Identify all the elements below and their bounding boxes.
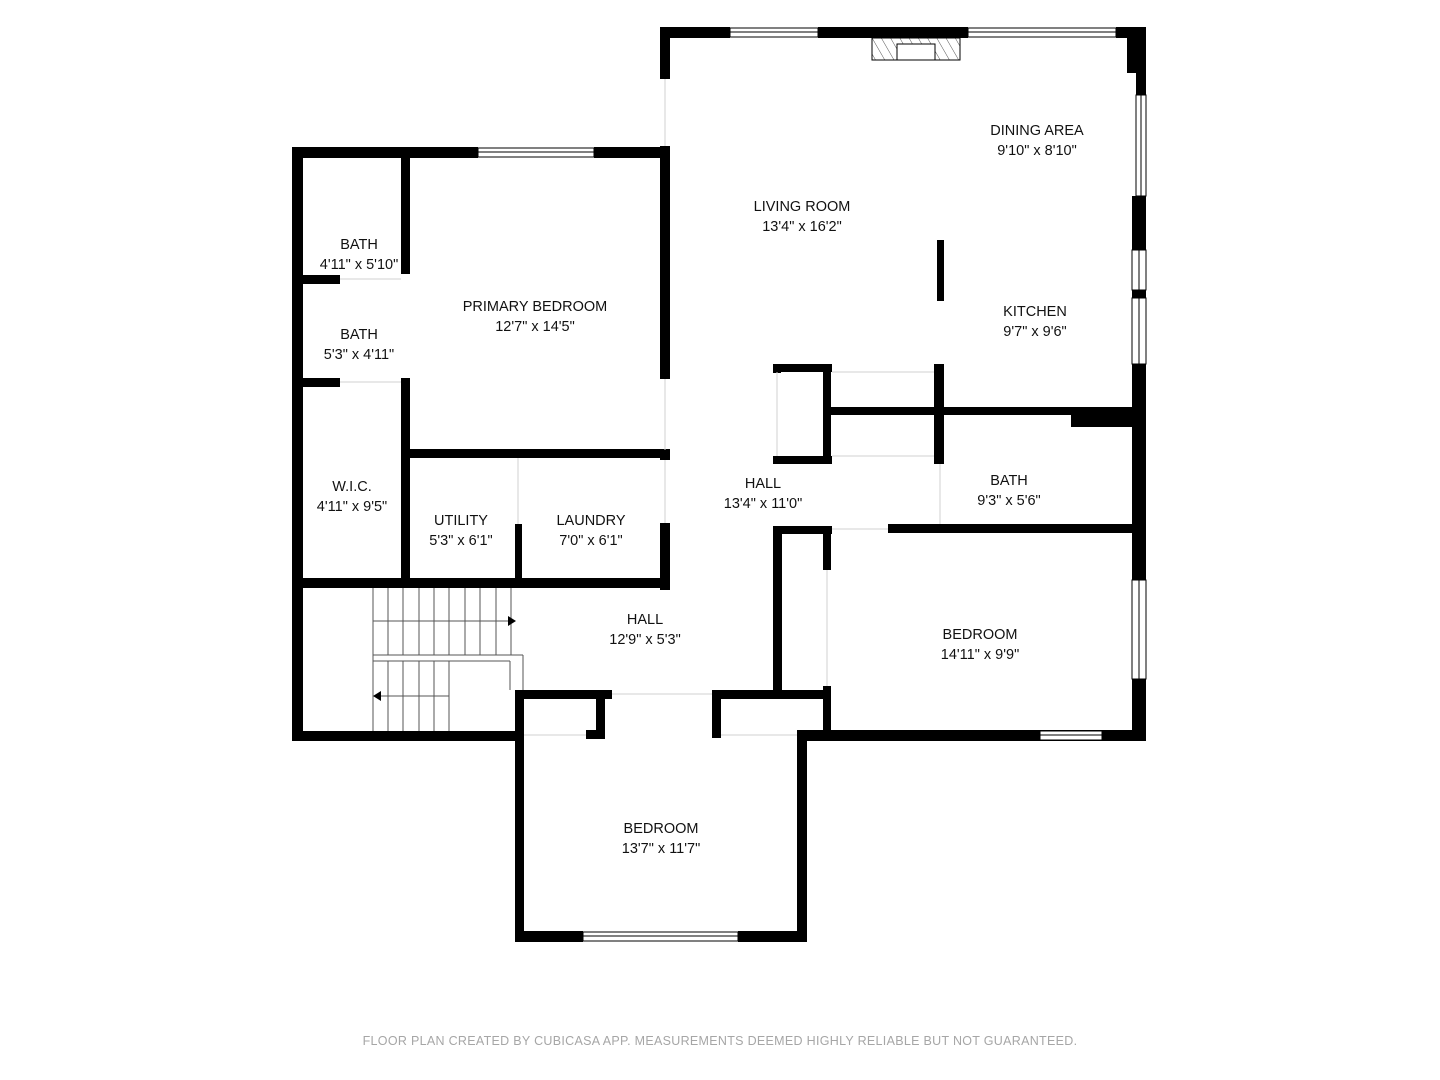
- room-name: BATH: [990, 473, 1028, 489]
- room-label-dining-area: DINING AREA 9'10" x 8'10": [990, 121, 1083, 161]
- room-label-bedroom-east: BEDROOM 14'11" x 9'9": [941, 625, 1019, 665]
- room-label-bath-lower: BATH 5'3" x 4'11": [324, 325, 394, 365]
- room-name: LAUNDRY: [556, 513, 626, 529]
- room-label-wic: W.I.C. 4'11" x 9'5": [317, 477, 387, 517]
- room-name: UTILITY: [434, 513, 488, 529]
- room-dimensions: 12'9" x 5'3": [609, 632, 681, 648]
- room-label-primary-bedroom: PRIMARY BEDROOM 12'7" x 14'5": [463, 297, 608, 337]
- walls: [292, 27, 1146, 942]
- room-label-laundry: LAUNDRY 7'0" x 6'1": [556, 511, 625, 551]
- fireplace: [871, 37, 961, 61]
- door-openings: [340, 79, 941, 736]
- disclaimer-footer: FLOOR PLAN CREATED BY CUBICASA APP. MEAS…: [362, 1034, 1078, 1048]
- room-name: HALL: [626, 612, 664, 628]
- room-name: KITCHEN: [1003, 304, 1067, 320]
- room-dimensions: 12'7" x 14'5": [495, 319, 575, 335]
- room-dimensions: 9'3" x 5'6": [977, 493, 1041, 509]
- room-name: BEDROOM: [623, 821, 699, 837]
- room-dimensions: 4'11" x 5'10": [319, 257, 399, 273]
- room-name: LIVING ROOM: [753, 199, 851, 215]
- room-name: BEDROOM: [942, 627, 1018, 643]
- room-dimensions: 14'11" x 9'9": [940, 647, 1020, 663]
- room-label-utility: UTILITY 5'3" x 6'1": [429, 511, 492, 551]
- room-dimensions: 13'4" x 11'0": [723, 496, 803, 512]
- room-dimensions: 9'10" x 8'10": [997, 143, 1077, 159]
- room-dimensions: 13'4" x 16'2": [762, 219, 842, 235]
- staircase: [372, 588, 524, 731]
- room-dimensions: 13'7" x 11'7": [621, 841, 701, 857]
- room-name: BATH: [340, 327, 378, 343]
- room-name: DINING AREA: [990, 123, 1084, 139]
- room-dimensions: 5'3" x 4'11": [323, 347, 395, 363]
- room-dimensions: 7'0" x 6'1": [559, 533, 623, 549]
- windows: [477, 27, 1147, 942]
- room-label-living-room: LIVING ROOM 13'4" x 16'2": [754, 197, 851, 237]
- room-label-hall-main: HALL 13'4" x 11'0": [724, 474, 802, 514]
- room-name: W.I.C.: [332, 479, 372, 495]
- room-dimensions: 9'7" x 9'6": [1003, 324, 1067, 340]
- room-dimensions: 5'3" x 6'1": [429, 533, 493, 549]
- room-name: PRIMARY BEDROOM: [462, 299, 608, 315]
- room-name: HALL: [744, 476, 782, 492]
- room-label-hall-lower: HALL 12'9" x 5'3": [609, 610, 680, 650]
- room-name: BATH: [340, 237, 378, 253]
- room-dimensions: 4'11" x 9'5": [316, 499, 388, 515]
- room-label-kitchen: KITCHEN 9'7" x 9'6": [1003, 302, 1067, 342]
- room-label-bedroom-south: BEDROOM 13'7" x 11'7": [622, 819, 700, 859]
- room-label-bath-hall: BATH 9'3" x 5'6": [977, 471, 1040, 511]
- room-label-bath-upper: BATH 4'11" x 5'10": [320, 235, 398, 275]
